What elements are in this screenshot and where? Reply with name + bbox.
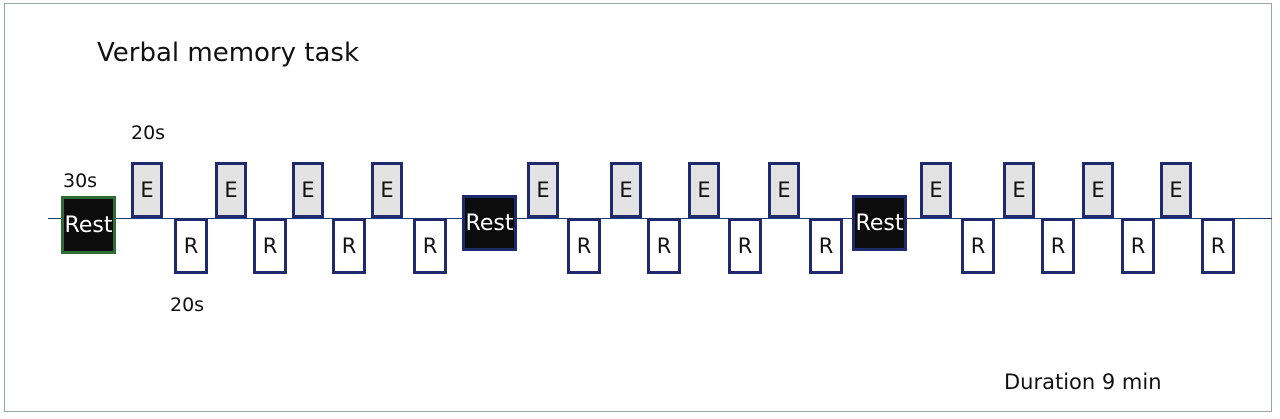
rest-block: Rest bbox=[852, 195, 907, 251]
encoding-block: E bbox=[920, 162, 952, 218]
encoding-block: E bbox=[768, 162, 800, 218]
recall-duration-label: 20s bbox=[170, 294, 205, 316]
recall-block: R bbox=[567, 218, 601, 274]
recall-block: R bbox=[413, 218, 447, 274]
recall-block: R bbox=[728, 218, 762, 274]
rest-duration-label: 30s bbox=[63, 170, 98, 192]
encoding-block: E bbox=[292, 162, 324, 218]
encoding-block: E bbox=[1082, 162, 1114, 218]
recall-block: R bbox=[809, 218, 843, 274]
recall-block: R bbox=[1041, 218, 1075, 274]
figure-title: Verbal memory task bbox=[97, 38, 360, 68]
encoding-block: E bbox=[1160, 162, 1192, 218]
encoding-block: E bbox=[131, 162, 163, 218]
recall-block: R bbox=[961, 218, 995, 274]
recall-block: R bbox=[647, 218, 681, 274]
rest-block: Rest bbox=[61, 196, 116, 254]
total-duration-label: Duration 9 min bbox=[1004, 370, 1162, 394]
recall-block: R bbox=[332, 218, 366, 274]
encoding-block: E bbox=[215, 162, 247, 218]
rest-block: Rest bbox=[462, 195, 517, 251]
encoding-block: E bbox=[688, 162, 720, 218]
recall-block: R bbox=[174, 218, 208, 274]
encoding-duration-label: 20s bbox=[131, 122, 166, 144]
encoding-block: E bbox=[610, 162, 642, 218]
recall-block: R bbox=[253, 218, 287, 274]
recall-block: R bbox=[1121, 218, 1155, 274]
encoding-block: E bbox=[371, 162, 403, 218]
encoding-block: E bbox=[527, 162, 559, 218]
encoding-block: E bbox=[1003, 162, 1035, 218]
recall-block: R bbox=[1201, 218, 1235, 274]
